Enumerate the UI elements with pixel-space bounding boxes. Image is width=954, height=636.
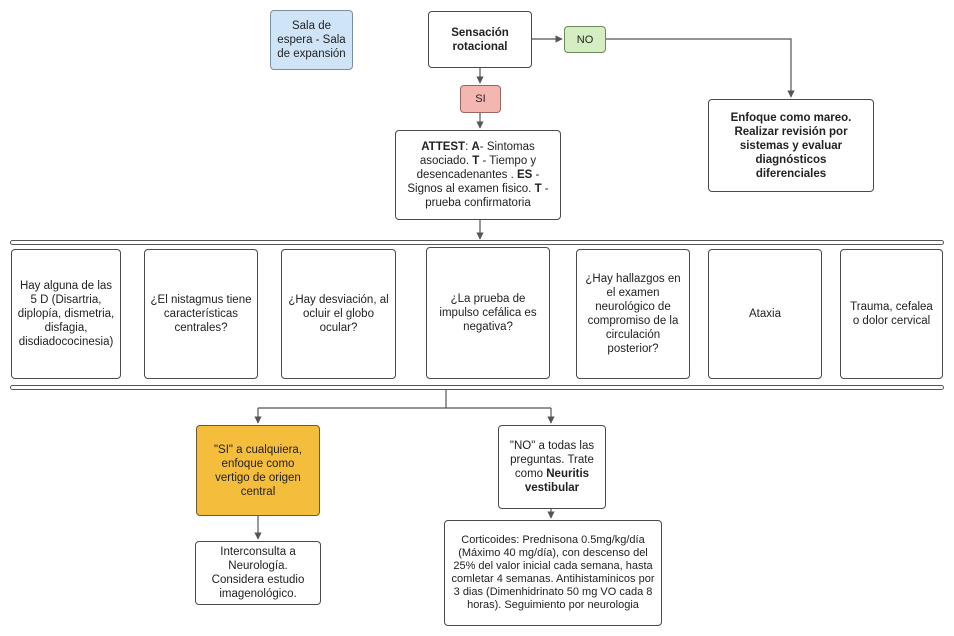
rotational-sensation-text: Sensación rotacional <box>451 26 509 53</box>
waiting-room-box: Sala de espera - Sala de expansión <box>270 10 353 70</box>
question-7-text: Trauma, cefalea o dolor cervical <box>850 301 933 327</box>
question-7-box: Trauma, cefalea o dolor cervical <box>840 249 943 379</box>
neuritis-text: "NO" a todas las preguntas. Trate como N… <box>509 440 595 494</box>
question-2-text: ¿El nistagmus tiene características cent… <box>150 294 252 334</box>
yes-box: SI <box>460 85 501 113</box>
question-1-box: Hay alguna de las 5 D (Disartria, diplop… <box>11 249 121 379</box>
rotational-sensation-box: Sensación rotacional <box>428 11 532 68</box>
question-2-box: ¿El nistagmus tiene características cent… <box>144 249 258 379</box>
question-5-text: ¿Hay hallazgos en el examen neurológico … <box>585 273 681 355</box>
treatment-text: Corticoides: Prednisona 0.5mg/kg/día (Má… <box>451 534 655 611</box>
question-3-text: ¿Hay desviación, al ocluir el globo ocul… <box>288 294 389 334</box>
dizziness-text: Enfoque como mareo. Realizar revisión po… <box>730 111 852 180</box>
band-top <box>10 240 944 245</box>
neurology-box: Interconsulta a Neurología. Considera es… <box>195 541 321 605</box>
question-6-text: Ataxia <box>749 308 781 320</box>
attest-box: ATTEST: A- Sintomas asociado. T - Tiempo… <box>395 130 561 220</box>
central-vertigo-text: "SI" a cualquiera, enfoque como vertigo … <box>213 443 303 498</box>
question-4-text: ¿La prueba de impulso cefálica es negati… <box>439 293 537 333</box>
treatment-box: Corticoides: Prednisona 0.5mg/kg/día (Má… <box>444 520 662 626</box>
no-text: NO <box>576 33 594 46</box>
band-bottom <box>10 385 944 390</box>
neurology-text: Interconsulta a Neurología. Considera es… <box>211 546 305 600</box>
waiting-room-text: Sala de espera - Sala de expansión <box>277 20 346 60</box>
neuritis-box: "NO" a todas las preguntas. Trate como N… <box>498 425 606 509</box>
no-box: NO <box>564 26 606 53</box>
question-1-text: Hay alguna de las 5 D (Disartria, diplop… <box>17 280 115 348</box>
question-4-box: ¿La prueba de impulso cefálica es negati… <box>426 247 550 379</box>
question-3-box: ¿Hay desviación, al ocluir el globo ocul… <box>281 249 396 379</box>
yes-text: SI <box>475 93 486 105</box>
question-5-box: ¿Hay hallazgos en el examen neurológico … <box>576 249 690 379</box>
arrow-no-to-dizziness <box>606 38 795 98</box>
dizziness-box: Enfoque como mareo. Realizar revisión po… <box>708 99 874 192</box>
attest-text: ATTEST: A- Sintomas asociado. T - Tiempo… <box>407 141 549 209</box>
central-vertigo-box: "SI" a cualquiera, enfoque como vertigo … <box>196 425 320 516</box>
question-6-box: Ataxia <box>708 249 822 379</box>
